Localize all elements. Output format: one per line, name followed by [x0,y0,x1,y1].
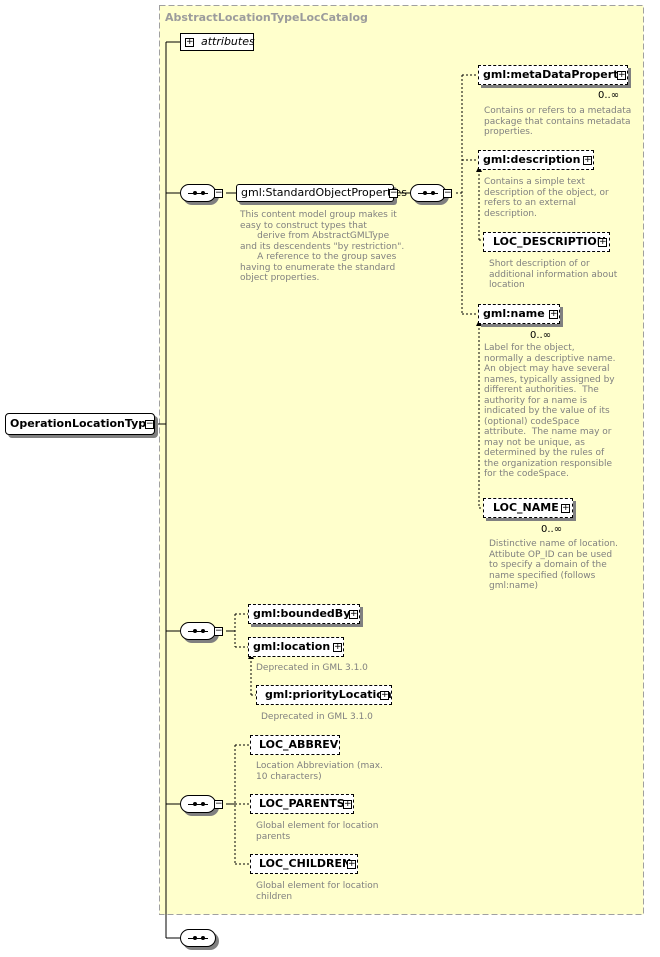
element-loc-abbrev[interactable]: LOC_ABBREV [250,735,340,755]
group-description: This content model group makes it easy t… [240,210,405,283]
element-label: gml:priorityLocation [265,688,392,701]
element-description: Deprecated in GML 3.1.0 [256,663,368,673]
element-gml-metadataproperty[interactable]: gml:metaDataProperty + [478,65,628,85]
complex-type-title: AbstractLocationTypeLocCatalog [165,11,368,24]
element-gml-prioritylocation[interactable]: gml:priorityLocation + [256,685,392,705]
attributes-label: attributes [201,35,255,48]
expand-icon[interactable]: + [347,859,356,869]
element-gml-boundedby[interactable]: gml:boundedBy + [248,604,360,624]
element-description: Contains or refers to a metadata package… [484,106,632,137]
element-label: LOC_ABBREV [259,738,339,751]
element-description: Contains a simple text description of th… [484,177,609,219]
root-element-label: OperationLocationType [10,417,154,430]
element-label: LOC_DESCRIPTION [493,235,606,248]
expand-icon[interactable]: + [617,70,626,80]
expand-icon[interactable]: + [549,309,558,319]
element-gml-description[interactable]: gml:description + [478,150,594,170]
collapse-icon[interactable]: − [443,188,452,198]
element-description: Short description of or additional infor… [489,259,618,290]
element-label: gml:name [483,307,545,320]
collapse-icon[interactable]: − [389,188,398,198]
group-box[interactable]: gml:StandardObjectProperties [236,184,407,202]
attributes-box[interactable]: + attributes [180,33,255,51]
element-description: Global element for location parents [256,821,379,842]
collapse-icon[interactable]: − [214,626,223,636]
element-label: gml:description [483,153,581,166]
element-label: gml:metaDataProperty [483,68,626,81]
element-gml-location[interactable]: gml:location + [248,637,344,657]
element-loc-name[interactable]: LOC_NAME + [483,498,573,518]
element-label: gml:boundedBy [253,607,351,620]
expand-icon[interactable]: + [333,642,342,652]
sequence-compositor-1[interactable] [180,184,216,202]
sequence-compositor-inner[interactable] [410,184,446,202]
element-description: Location Abbreviation (max. 10 character… [256,761,383,782]
expand-icon[interactable]: + [349,609,358,619]
root-element-box[interactable]: OperationLocationType − [5,413,155,435]
element-label: LOC_NAME [493,501,559,514]
element-loc-children[interactable]: LOC_CHILDREN + [250,854,358,874]
sequence-compositor-4[interactable] [180,929,216,947]
collapse-icon[interactable]: − [214,799,223,809]
sequence-compositor-3[interactable] [180,795,216,813]
group-label: gml:StandardObjectProperties [241,186,407,199]
cardinality-label: 0..∞ [541,524,563,535]
element-description: Global element for location children [256,881,379,902]
element-label: LOC_CHILDREN [259,857,352,870]
expand-icon[interactable]: + [343,799,352,809]
expand-icon[interactable]: + [583,155,592,165]
element-loc-parents[interactable]: LOC_PARENTS + [250,794,354,814]
element-loc-description[interactable]: LOC_DESCRIPTION + [483,232,610,252]
element-label: LOC_PARENTS [259,797,345,810]
sequence-compositor-2[interactable] [180,622,216,640]
expand-icon[interactable]: + [598,237,607,247]
element-description: Label for the object, normally a descrip… [484,343,616,479]
collapse-icon[interactable]: − [214,188,223,198]
element-label: gml:location [253,640,331,653]
cardinality-label: 0..∞ [598,90,620,101]
expand-icon[interactable]: + [185,37,194,47]
cardinality-label: 0..∞ [530,330,552,341]
element-description: Deprecated in GML 3.1.0 [261,712,373,722]
collapse-icon[interactable]: − [145,419,154,429]
expand-icon[interactable]: + [561,503,570,513]
element-gml-name[interactable]: gml:name + [478,304,560,324]
element-description: Distinctive name of location. Attibute O… [489,539,619,591]
expand-icon[interactable]: + [380,690,389,700]
